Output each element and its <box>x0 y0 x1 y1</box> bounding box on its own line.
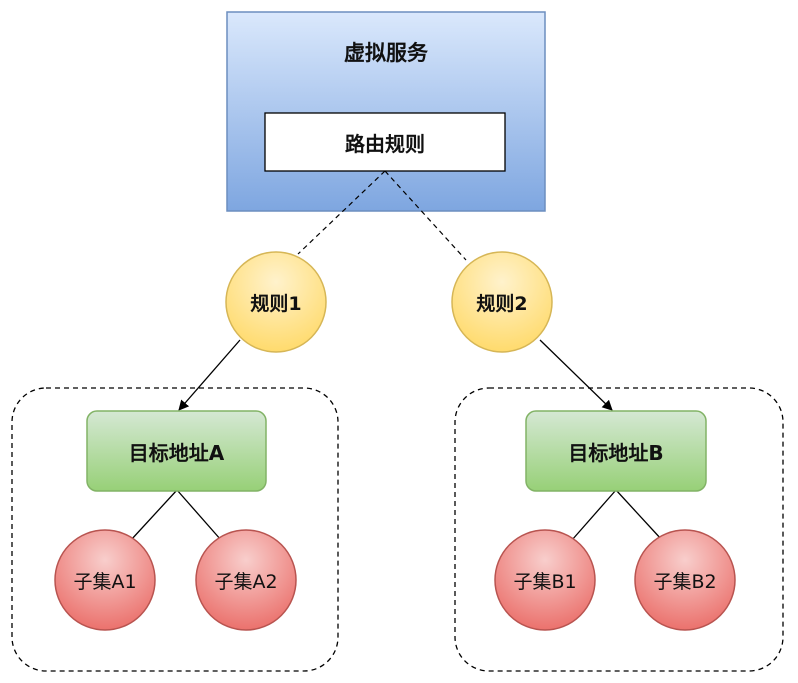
connector-route-to-rule-2 <box>384 170 467 261</box>
connector-route-to-rule-1 <box>297 170 386 255</box>
routing-rule-label: 路由规则 <box>345 131 425 156</box>
destination-b-label: 目标地址B <box>568 440 664 465</box>
virtual-service-title: 虚拟服务 <box>344 41 428 65</box>
arrow-rule-2-to-dest-b <box>539 339 613 411</box>
subset-b2-label: 子集B2 <box>653 570 717 593</box>
subset-node-b1 <box>494 529 596 631</box>
subset-node-a2 <box>195 529 297 631</box>
link-dest-b-to-subset-b2 <box>615 489 663 541</box>
arrow-rule-1-to-dest-a <box>178 339 241 411</box>
rule-1-label: 规则1 <box>250 292 302 315</box>
group-container-a <box>11 387 339 672</box>
rule-node-1 <box>225 251 327 353</box>
link-dest-a-to-subset-a1 <box>130 489 178 541</box>
subset-node-b2 <box>634 529 736 631</box>
virtual-service-box <box>226 11 546 212</box>
group-container-b <box>454 387 784 672</box>
rule-node-2 <box>451 251 553 353</box>
destination-a-label: 目标地址A <box>128 440 225 465</box>
link-dest-a-to-subset-a2 <box>176 489 222 541</box>
subset-a1-label: 子集A1 <box>73 570 137 593</box>
destination-node-a <box>86 410 267 492</box>
link-dest-b-to-subset-b1 <box>571 489 617 541</box>
subset-a2-label: 子集A2 <box>214 570 278 593</box>
subset-b1-label: 子集B1 <box>513 570 577 593</box>
rule-2-label: 规则2 <box>476 292 528 315</box>
subset-node-a1 <box>54 529 156 631</box>
destination-node-b <box>525 410 707 492</box>
